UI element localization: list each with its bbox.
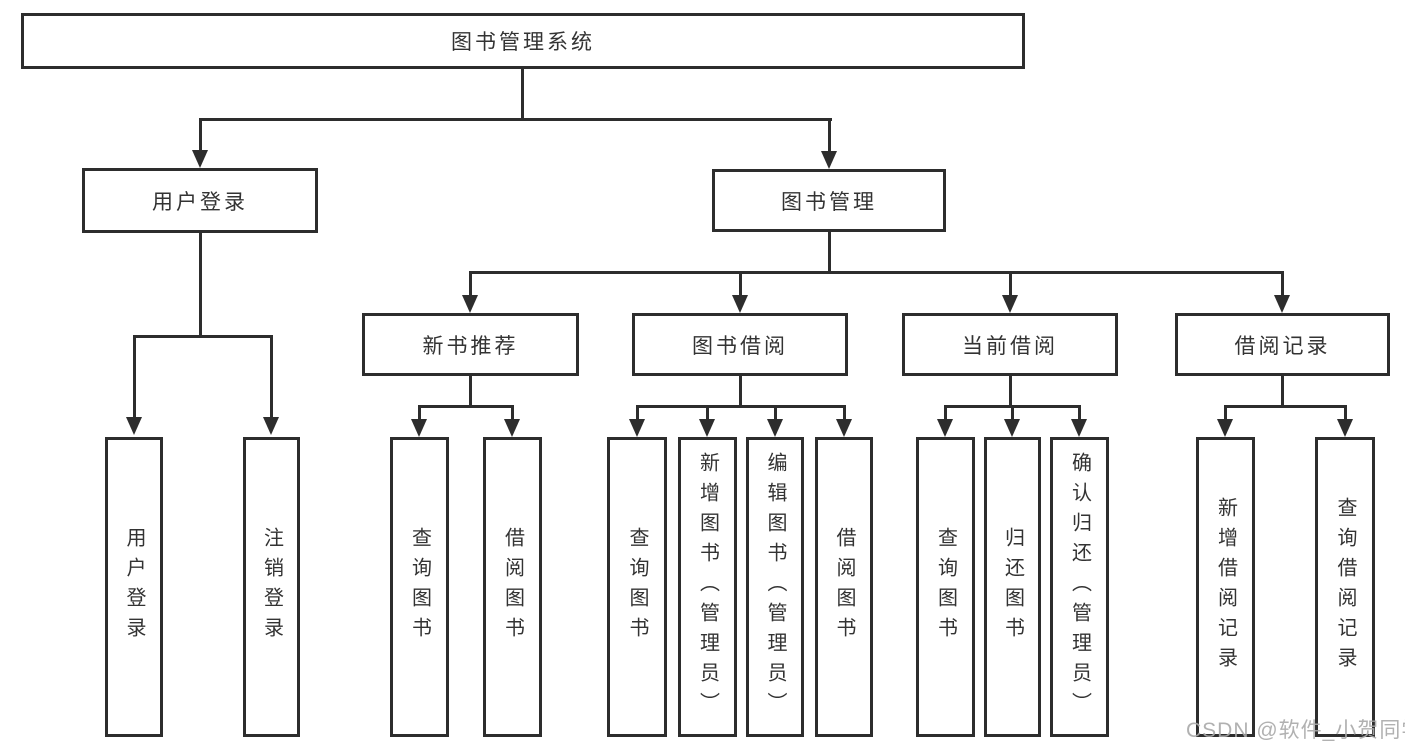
connector-root-drop-left bbox=[199, 118, 202, 151]
leaf-add-borrow-record: 新增借阅记录 bbox=[1196, 437, 1255, 737]
connector-userlogin-stub bbox=[199, 233, 202, 335]
leaf-current-query-books-label: 查询图书 bbox=[934, 527, 957, 647]
connector-userlogin-drop-2 bbox=[270, 335, 273, 418]
arrow-down-icon bbox=[1002, 295, 1018, 313]
connector-recommend-drop-1 bbox=[418, 405, 421, 420]
arrow-down-icon bbox=[767, 419, 783, 437]
leaf-add-borrow-record-label: 新增借阅记录 bbox=[1214, 497, 1237, 677]
arrow-down-icon bbox=[699, 419, 715, 437]
leaf-borrow-query-books: 查询图书 bbox=[607, 437, 667, 737]
connector-records-drop-1 bbox=[1224, 405, 1227, 420]
arrow-down-icon bbox=[411, 419, 427, 437]
arrow-down-icon bbox=[504, 419, 520, 437]
leaf-user-login: 用户登录 bbox=[105, 437, 163, 737]
connector-root-rail bbox=[199, 118, 832, 121]
arrow-down-icon bbox=[462, 295, 478, 313]
node-new-book-recommend-label: 新书推荐 bbox=[422, 334, 519, 358]
connector-borrow-drop-1 bbox=[636, 405, 639, 420]
leaf-query-borrow-record-label: 查询借阅记录 bbox=[1334, 497, 1356, 677]
arrow-down-icon bbox=[1337, 419, 1353, 437]
connector-current-drop-1 bbox=[944, 405, 947, 420]
leaf-recommend-query-books: 查询图书 bbox=[390, 437, 449, 737]
leaf-logout: 注销登录 bbox=[243, 437, 300, 737]
connector-borrow-drop-4 bbox=[843, 405, 846, 420]
arrow-down-icon bbox=[629, 419, 645, 437]
node-current-borrow: 当前借阅 bbox=[902, 313, 1118, 376]
node-book-borrow-label: 图书借阅 bbox=[692, 334, 788, 358]
connector-bookmgmt-drop-1 bbox=[469, 271, 472, 296]
leaf-edit-book-admin-label: 编辑图书（管理员） bbox=[764, 452, 786, 722]
arrow-down-icon bbox=[732, 295, 748, 313]
connector-bookmgmt-drop-2 bbox=[739, 271, 742, 296]
leaf-logout-label: 注销登录 bbox=[260, 527, 283, 647]
leaf-user-login-label: 用户登录 bbox=[123, 527, 145, 647]
leaf-recommend-borrow-books-label: 借阅图书 bbox=[501, 527, 524, 647]
connector-bookmgmt-rail bbox=[469, 271, 1284, 274]
node-user-login: 用户登录 bbox=[82, 168, 318, 233]
node-borrow-records-label: 借阅记录 bbox=[1234, 334, 1331, 358]
node-book-borrow: 图书借阅 bbox=[632, 313, 848, 376]
connector-current-stub bbox=[1009, 376, 1012, 407]
leaf-query-borrow-record: 查询借阅记录 bbox=[1315, 437, 1375, 737]
leaf-borrow-query-books-label: 查询图书 bbox=[626, 527, 648, 647]
node-new-book-recommend: 新书推荐 bbox=[362, 313, 579, 376]
connector-root-stub bbox=[521, 69, 524, 118]
arrow-down-icon bbox=[1004, 419, 1020, 437]
arrow-down-icon bbox=[1274, 295, 1290, 313]
connector-root-drop-right bbox=[828, 118, 831, 151]
leaf-confirm-return-admin: 确认归还（管理员） bbox=[1050, 437, 1109, 737]
connector-borrow-drop-2 bbox=[706, 405, 709, 420]
node-user-login-label: 用户登录 bbox=[152, 190, 248, 214]
leaf-return-books-label: 归还图书 bbox=[1001, 527, 1024, 647]
leaf-edit-book-admin: 编辑图书（管理员） bbox=[746, 437, 804, 737]
node-current-borrow-label: 当前借阅 bbox=[962, 334, 1058, 358]
connector-records-drop-2 bbox=[1344, 405, 1347, 420]
connector-userlogin-rail bbox=[133, 335, 273, 338]
arrow-down-icon bbox=[836, 419, 852, 437]
connector-borrow-drop-3 bbox=[774, 405, 777, 420]
leaf-borrow-books-label: 借阅图书 bbox=[833, 527, 855, 647]
leaf-return-books: 归还图书 bbox=[984, 437, 1041, 737]
arrow-down-icon bbox=[1071, 419, 1087, 437]
node-book-management: 图书管理 bbox=[712, 169, 946, 232]
leaf-current-query-books: 查询图书 bbox=[916, 437, 975, 737]
leaf-confirm-return-admin-label: 确认归还（管理员） bbox=[1068, 452, 1091, 722]
connector-bookmgmt-stub bbox=[828, 232, 831, 271]
node-book-management-label: 图书管理 bbox=[781, 190, 877, 214]
connector-userlogin-drop-1 bbox=[133, 335, 136, 418]
leaf-recommend-borrow-books: 借阅图书 bbox=[483, 437, 542, 737]
connector-bookmgmt-drop-3 bbox=[1009, 271, 1012, 296]
connector-records-rail bbox=[1224, 405, 1347, 408]
connector-borrow-rail bbox=[636, 405, 846, 408]
connector-recommend-drop-2 bbox=[511, 405, 514, 420]
connector-recommend-stub bbox=[469, 376, 472, 407]
arrow-down-icon bbox=[192, 150, 208, 168]
connector-records-stub bbox=[1281, 376, 1284, 407]
leaf-add-book-admin-label: 新增图书（管理员） bbox=[696, 452, 719, 722]
node-borrow-records: 借阅记录 bbox=[1175, 313, 1390, 376]
node-root: 图书管理系统 bbox=[21, 13, 1025, 69]
arrow-down-icon bbox=[821, 151, 837, 169]
leaf-recommend-query-books-label: 查询图书 bbox=[408, 527, 431, 647]
csdn-watermark: CSDN @软件_小贺同学 bbox=[1186, 719, 1405, 742]
connector-borrow-stub bbox=[739, 376, 742, 407]
arrow-down-icon bbox=[1217, 419, 1233, 437]
connector-current-drop-2 bbox=[1011, 405, 1014, 420]
leaf-add-book-admin: 新增图书（管理员） bbox=[678, 437, 737, 737]
connector-current-drop-3 bbox=[1078, 405, 1081, 420]
arrow-down-icon bbox=[937, 419, 953, 437]
connector-bookmgmt-drop-4 bbox=[1281, 271, 1284, 296]
arrow-down-icon bbox=[126, 417, 142, 435]
node-root-label: 图书管理系统 bbox=[451, 31, 595, 54]
arrow-down-icon bbox=[263, 417, 279, 435]
leaf-borrow-books: 借阅图书 bbox=[815, 437, 873, 737]
connector-recommend-rail bbox=[418, 405, 514, 408]
